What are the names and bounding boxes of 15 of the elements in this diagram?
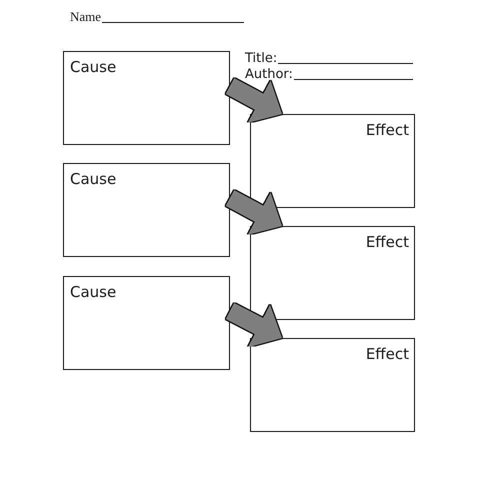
box-heading: Cause: [70, 283, 116, 301]
box-heading: Cause: [70, 170, 116, 188]
box-heading: Effect: [366, 233, 409, 251]
box-heading: Effect: [366, 121, 409, 139]
field-label: Title:: [245, 51, 278, 66]
effect-box: [250, 226, 415, 320]
box-heading: Cause: [70, 58, 116, 76]
cause-box: [63, 163, 230, 257]
effect-box: [250, 114, 415, 208]
field-label: Name: [70, 9, 102, 25]
cause-box: [63, 51, 230, 145]
cause-box: [63, 276, 230, 370]
field-label: Author:: [245, 67, 293, 82]
effect-box: [250, 338, 415, 432]
box-heading: Effect: [366, 345, 409, 363]
